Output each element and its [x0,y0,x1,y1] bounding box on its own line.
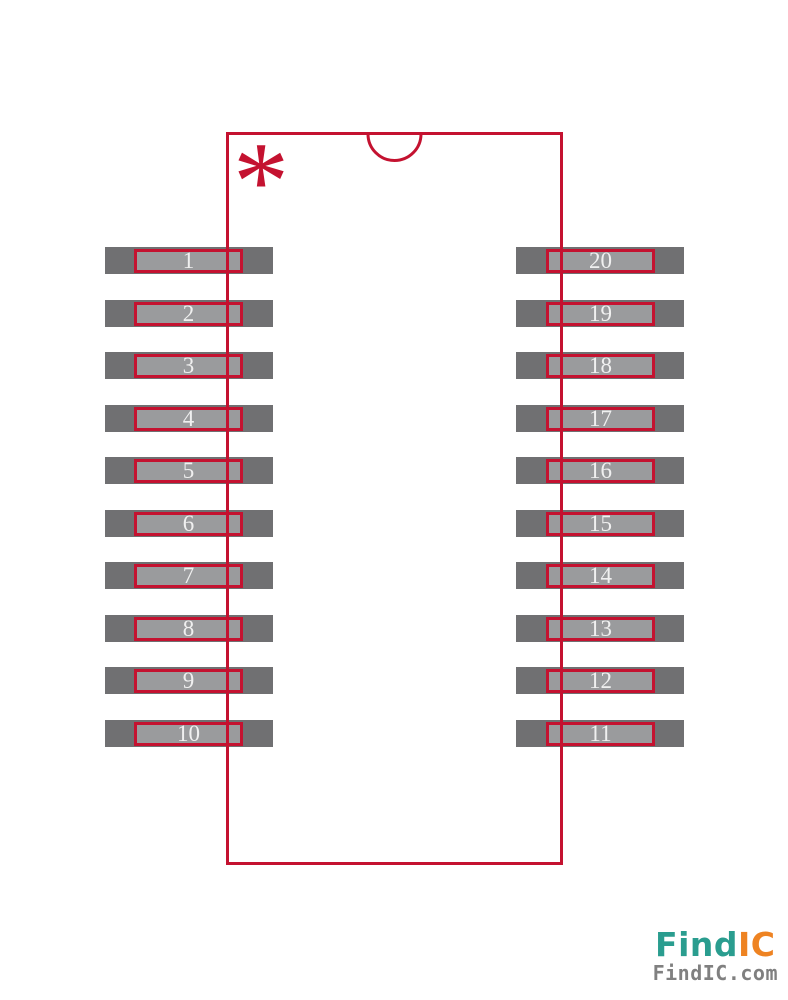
pin-inner-rect: 5 [134,459,243,483]
pin-pad: 9 [105,667,273,694]
pin-pad: 1 [105,247,273,274]
pin-inner-rect: 15 [546,510,655,536]
pin-inner-rect: 20 [546,249,655,273]
pin-inner-rect: 18 [546,354,655,378]
pin-number: 1 [182,248,195,273]
pin-inner-rect: 1 [134,249,243,273]
pin-inner-rect: 6 [134,510,243,536]
pin-number: 10 [177,720,200,746]
pin-pad: 8 [105,614,273,642]
pin-inner-rect: 7 [134,564,243,588]
pin-inner-rect: 10 [134,720,243,746]
pin-pad: 18 [516,352,684,379]
pin-pad: 17 [516,404,684,432]
pin-pad: 19 [516,299,684,327]
pin-pad: 20 [516,247,684,274]
pin-inner-rect: 8 [134,615,243,641]
pin-number: 5 [182,458,195,483]
pin-number: 14 [589,563,612,588]
pin-pad: 3 [105,352,273,379]
pin-number: 2 [182,300,195,326]
pin-pad: 14 [516,562,684,589]
pin-inner-rect: 17 [546,405,655,431]
pin-pad: 2 [105,299,273,327]
findic-logo-ic: IC [738,925,776,964]
pin-pad: 7 [105,562,273,589]
pin-number: 9 [182,668,195,693]
pin-pad: 13 [516,614,684,642]
pin-inner-rect: 14 [546,564,655,588]
pin-number: 20 [589,248,612,273]
pin-number: 8 [182,615,195,641]
pin-number: 3 [182,353,195,378]
findic-website-text: FindIC.com [652,961,778,985]
pin-number: 17 [589,405,612,431]
pin-number: 6 [182,510,195,536]
pin1-notch-icon [366,133,423,162]
findic-logo-find: Find [655,925,739,964]
right-pin-column: 20 19 18 17 16 15 14 13 12 11 [516,247,684,747]
notch-arc [366,133,423,162]
pin-number: 4 [182,405,195,431]
pin-number: 19 [589,300,612,326]
pin-pad: 15 [516,509,684,537]
pin-pad: 16 [516,457,684,484]
pin-inner-rect: 11 [546,720,655,746]
pin-inner-rect: 3 [134,354,243,378]
pin-pad: 5 [105,457,273,484]
pin-number: 12 [589,668,612,693]
pin-pad: 6 [105,509,273,537]
ic-body-outline [226,132,563,865]
pin-pad: 10 [105,719,273,747]
pin1-marker-asterisk-icon: * [233,120,289,244]
pin-inner-rect: 9 [134,669,243,693]
pin-inner-rect: 4 [134,405,243,431]
pin-number: 7 [182,563,195,588]
pin-inner-rect: 13 [546,615,655,641]
pin-pad: 4 [105,404,273,432]
pin-inner-rect: 19 [546,300,655,326]
left-pin-column: 1 2 3 4 5 6 7 8 9 10 [105,247,273,747]
pin-inner-rect: 2 [134,300,243,326]
findic-logo: FindIC [653,928,778,961]
pin-number: 11 [589,720,612,746]
pin-number: 18 [589,353,612,378]
pin-number: 16 [589,458,612,483]
pin-number: 13 [589,615,612,641]
pin-pad: 11 [516,719,684,747]
pin-pad: 12 [516,667,684,694]
pin-inner-rect: 16 [546,459,655,483]
pin-inner-rect: 12 [546,669,655,693]
findic-branding: FindIC FindIC.com [653,928,778,984]
pin-number: 15 [589,510,612,536]
